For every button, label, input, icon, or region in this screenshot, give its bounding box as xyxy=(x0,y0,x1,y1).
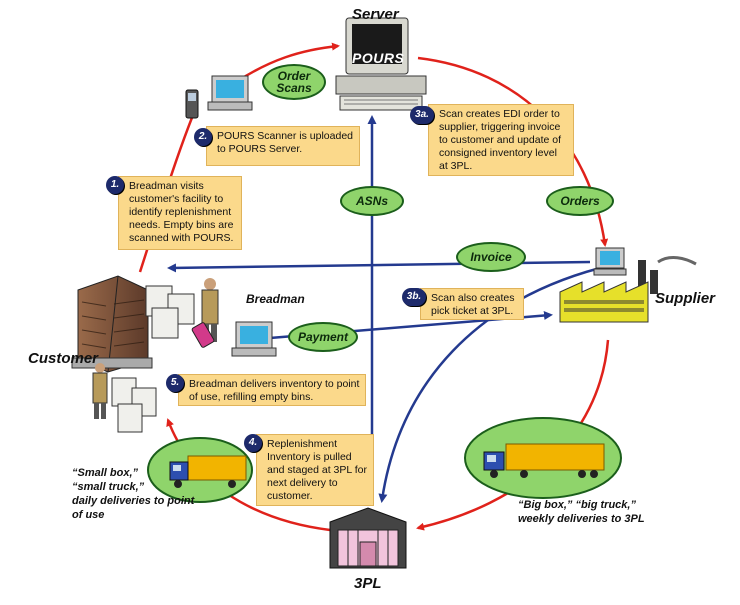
step-4-box: Replenishment Inventory is pulled and st… xyxy=(256,434,374,506)
office-building-icon xyxy=(71,275,153,373)
step-5-badge: 5. xyxy=(166,374,184,392)
step-3a-box: Scan creates EDI order to supplier, trig… xyxy=(428,104,574,176)
truck-icon xyxy=(483,443,605,478)
step-3b-text: Scan also creates pick ticket at 3PL. xyxy=(431,292,515,317)
step-4-badge: 4. xyxy=(244,434,262,452)
orders-pill: Orders xyxy=(546,186,614,216)
small-truck-icon xyxy=(169,455,247,488)
step-2-text: POURS Scanner is uploaded to POURS Serve… xyxy=(217,130,353,155)
payment-pill: Payment xyxy=(288,322,358,352)
handheld-scanner-icon xyxy=(191,322,215,348)
step-4-text: Replenishment Inventory is pulled and st… xyxy=(267,438,368,502)
step-2-badge: 2. xyxy=(194,128,212,146)
customer-label: Customer xyxy=(28,350,99,367)
bins-icon xyxy=(145,285,195,339)
pours-screen-label: POURS xyxy=(352,50,405,66)
step-5-text: Breadman delivers inventory to point of … xyxy=(189,378,360,403)
scanner-phone-icon xyxy=(185,89,199,119)
supplier-computer-icon xyxy=(593,247,627,276)
flow-pick-ticket xyxy=(378,266,601,503)
step-3b-box: Scan also creates pick ticket at 3PL. xyxy=(420,288,524,320)
supplier-label: Supplier xyxy=(655,290,716,307)
step-1-box: Breadman visits customer's facility to i… xyxy=(118,176,242,250)
bins-lower-icon xyxy=(111,377,157,433)
step-3a-text: Scan creates EDI order to supplier, trig… xyxy=(439,108,561,172)
person-icon xyxy=(92,363,108,419)
warehouse-icon xyxy=(329,507,407,569)
factory-icon xyxy=(559,256,697,323)
small-delivery-note: “Small box,” “small truck,” daily delive… xyxy=(72,467,195,521)
invoice-pill: Invoice xyxy=(456,242,526,272)
step-3b-badge: 3b. xyxy=(402,288,426,306)
laptop-icon xyxy=(207,75,253,111)
flow-scanner-to-server xyxy=(235,42,340,84)
laptop-icon xyxy=(231,321,277,357)
order-scans-pill: Order Scans xyxy=(262,64,326,100)
server-computer-icon xyxy=(335,17,427,111)
step-1-text: Breadman visits customer's facility to i… xyxy=(129,180,234,244)
flow-invoice xyxy=(167,260,591,273)
step-2-box: POURS Scanner is uploaded to POURS Serve… xyxy=(206,126,360,166)
step-3a-badge: 3a. xyxy=(410,106,434,124)
breadman-label: Breadman xyxy=(246,292,305,306)
step-5-box: Breadman delivers inventory to point of … xyxy=(178,374,366,406)
server-label: Server xyxy=(352,6,399,23)
tpl-label: 3PL xyxy=(354,575,382,592)
asns-pill: ASNs xyxy=(340,186,404,216)
big-delivery-note: “Big box,” “big truck,” weekly deliverie… xyxy=(518,499,645,525)
step-1-badge: 1. xyxy=(106,176,124,194)
